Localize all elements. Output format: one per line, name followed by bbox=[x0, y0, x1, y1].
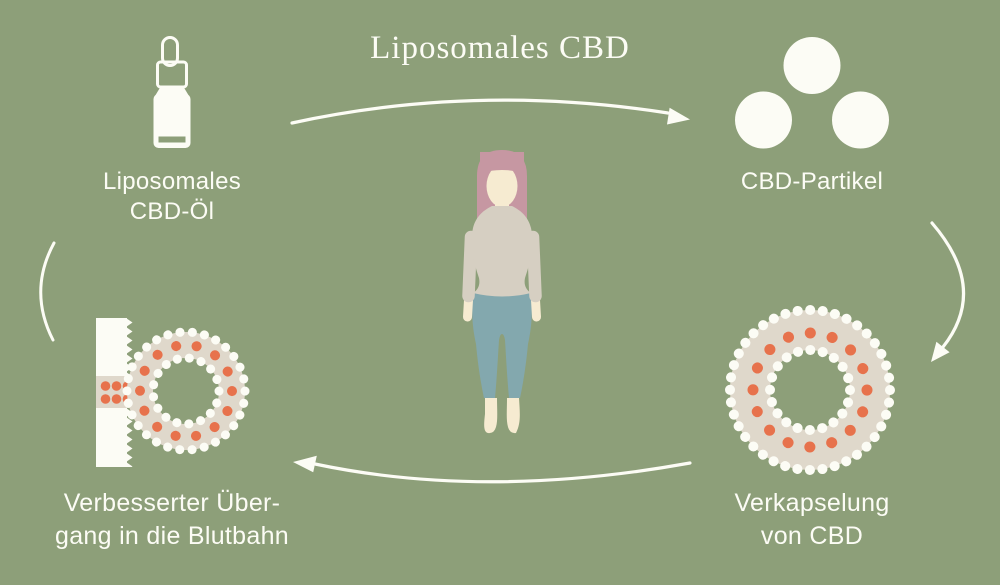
label-verkapselung: Verkapselung von CBD bbox=[692, 487, 932, 553]
woman-right-foot bbox=[506, 398, 520, 434]
woman-right-hand bbox=[531, 295, 541, 322]
woman-bangs bbox=[480, 152, 524, 173]
woman-left-arm bbox=[462, 230, 478, 303]
woman-pants bbox=[472, 292, 532, 398]
membrane-passage-icon bbox=[96, 318, 250, 467]
label-line: von CBD bbox=[760, 522, 864, 550]
woman-left-foot bbox=[484, 398, 498, 434]
liposome-ring-icon bbox=[725, 305, 895, 475]
label-uebergang-blutbahn: Verbesserter Über- gang in die Blutbahn bbox=[12, 487, 332, 553]
dropper-bottle-icon bbox=[153, 36, 191, 148]
small-liposome-ring bbox=[122, 327, 250, 455]
cycle-arrow-right bbox=[930, 221, 966, 362]
cbd-particles-icon bbox=[735, 37, 889, 149]
label-line: CBD-Öl bbox=[129, 198, 215, 225]
label-liposomales-cbd-oel: Liposomales CBD-Öl bbox=[52, 167, 292, 227]
label-cbd-partikel: CBD-Partikel bbox=[692, 167, 932, 197]
label-line: CBD-Partikel bbox=[740, 168, 884, 195]
woman-right-arm bbox=[526, 230, 542, 303]
label-line: gang in die Blutbahn bbox=[55, 522, 289, 550]
cycle-arrow-top bbox=[290, 98, 690, 125]
cycle-arc-left bbox=[39, 241, 56, 342]
label-line: Verbesserter Über- bbox=[63, 489, 281, 517]
woman-left-hand bbox=[463, 295, 473, 322]
cycle-arrow-bottom bbox=[293, 455, 692, 484]
page-title: Liposomales CBD bbox=[370, 30, 630, 66]
label-line: Liposomales bbox=[102, 168, 242, 195]
woman-torso bbox=[471, 206, 533, 297]
woman-face bbox=[486, 165, 518, 207]
label-line: Verkapselung bbox=[734, 489, 890, 517]
woman-illustration bbox=[462, 150, 542, 434]
